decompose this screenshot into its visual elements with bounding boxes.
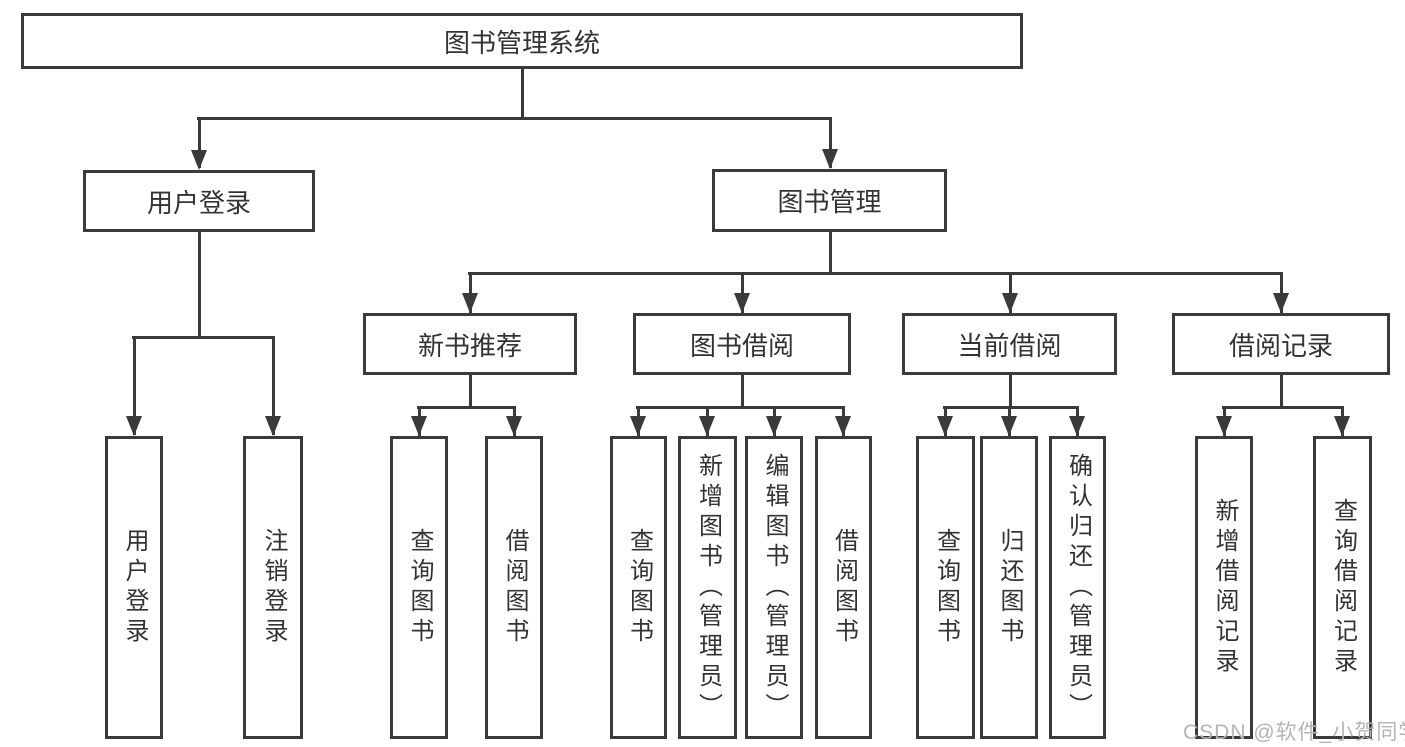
arrowhead-leaf-return-book-icon — [1001, 416, 1017, 436]
node-root: 图书管理系统 — [21, 13, 1023, 69]
connector-to-leaf-logout — [272, 336, 275, 435]
leaf-add-books-admin: 新增图书（管理员） — [678, 436, 737, 739]
connector-root-stem — [521, 69, 524, 120]
node-user-login-label: 用户登录 — [146, 187, 251, 218]
leaf-query-borrow-record: 查询借阅记录 — [1313, 436, 1372, 739]
leaf-query-books-1-label: 查询图书 — [406, 527, 433, 648]
leaf-confirm-return-admin: 确认归还（管理员） — [1049, 436, 1106, 739]
node-current-borrow: 当前借阅 — [902, 313, 1117, 375]
connector-borrow-records-bar — [1222, 406, 1344, 409]
leaf-return-books-label: 归还图书 — [996, 527, 1023, 648]
connector-current-borrow-stem — [1009, 375, 1012, 408]
leaf-query-books-1: 查询图书 — [390, 436, 448, 739]
connector-to-borrow-records — [1280, 272, 1283, 313]
node-book-borrow: 图书借阅 — [633, 313, 851, 375]
leaf-logout-login-label: 注销登录 — [260, 527, 287, 648]
arrowhead-leaf-query-book-2-icon — [630, 416, 646, 436]
leaf-user-login-label: 用户登录 — [121, 527, 148, 648]
arrowhead-leaf-logout-icon — [265, 416, 281, 436]
connector-book-mgmt-bar — [468, 272, 1283, 275]
node-borrow-records: 借阅记录 — [1172, 313, 1390, 375]
connector-to-current-borrow — [1009, 272, 1012, 313]
connector-user-login-bar — [132, 336, 275, 339]
arrowhead-leaf-add-book-icon — [699, 416, 715, 436]
connector-root-bar — [197, 117, 832, 120]
arrowhead-leaf-query-book-3-icon — [937, 416, 953, 436]
arrowhead-leaf-add-borrow-record-icon — [1216, 416, 1232, 436]
connector-book-mgmt-stem — [829, 232, 832, 275]
arrowhead-leaf-user-login-icon — [126, 416, 142, 436]
node-book-borrow-label: 图书借阅 — [689, 330, 794, 361]
connector-book-borrow-bar — [636, 406, 845, 409]
leaf-add-books-admin-label: 新增图书（管理员） — [694, 452, 722, 723]
node-user-login: 用户登录 — [83, 170, 315, 232]
leaf-add-borrow-record: 新增借阅记录 — [1195, 436, 1253, 739]
csdn-watermark: CSDN @软件_小贺同学 — [1183, 721, 1405, 744]
node-borrow-records-label: 借阅记录 — [1228, 330, 1333, 361]
leaf-query-borrow-record-label: 查询借阅记录 — [1329, 497, 1357, 678]
leaf-borrow-books-2: 借阅图书 — [815, 436, 872, 739]
arrowhead-leaf-confirm-return-icon — [1069, 416, 1085, 436]
node-book-management-label: 图书管理 — [777, 187, 882, 217]
leaf-borrow-books-2-label: 借阅图书 — [830, 527, 858, 648]
connector-to-user-login — [198, 117, 201, 168]
arrowhead-leaf-borrow-book-2-icon — [835, 416, 851, 436]
connector-current-borrow-bar — [943, 406, 1079, 409]
leaf-borrow-books-1: 借阅图书 — [485, 436, 543, 739]
arrowhead-leaf-borrow-book-1-icon — [506, 416, 522, 436]
arrowhead-leaf-query-borrow-record-icon — [1334, 416, 1350, 436]
arrowhead-current-borrow-icon — [1002, 293, 1018, 313]
leaf-query-books-2: 查询图书 — [610, 436, 667, 739]
leaf-edit-books-admin: 编辑图书（管理员） — [745, 436, 803, 739]
leaf-user-login: 用户登录 — [105, 436, 163, 739]
arrowhead-leaf-query-book-1-icon — [411, 416, 427, 436]
connector-to-book-mgmt — [829, 117, 832, 168]
connector-user-login-stem — [198, 232, 201, 339]
leaf-confirm-return-admin-label: 确认归还（管理员） — [1064, 452, 1092, 723]
connector-to-new-book-rec — [469, 272, 472, 313]
arrowhead-new-book-rec-icon — [462, 293, 478, 313]
connector-borrow-records-stem — [1280, 375, 1283, 408]
leaf-query-books-3-label: 查询图书 — [932, 527, 960, 648]
leaf-logout-login: 注销登录 — [243, 436, 303, 739]
leaf-return-books: 归还图书 — [980, 436, 1038, 739]
arrowhead-book-mgmt-icon — [822, 149, 838, 169]
connector-new-book-rec-stem — [469, 375, 472, 408]
connector-new-book-rec-bar — [417, 406, 516, 409]
arrowhead-user-login-icon — [191, 150, 207, 170]
leaf-borrow-books-1-label: 借阅图书 — [501, 527, 528, 648]
node-root-label: 图书管理系统 — [443, 27, 600, 58]
arrowhead-borrow-records-icon — [1273, 293, 1289, 313]
node-new-book-recommend-label: 新书推荐 — [417, 330, 522, 361]
leaf-add-borrow-record-label: 新增借阅记录 — [1211, 497, 1238, 678]
connector-to-leaf-user-login — [133, 336, 136, 435]
connector-book-borrow-stem — [741, 375, 744, 408]
node-book-management: 图书管理 — [712, 169, 947, 232]
node-new-book-recommend: 新书推荐 — [363, 313, 577, 375]
arrowhead-leaf-edit-book-icon — [766, 416, 782, 436]
arrowhead-book-borrow-icon — [734, 293, 750, 313]
connector-to-book-borrow — [741, 272, 744, 313]
leaf-query-books-2-label: 查询图书 — [625, 527, 653, 648]
leaf-edit-books-admin-label: 编辑图书（管理员） — [761, 452, 788, 723]
node-current-borrow-label: 当前借阅 — [957, 330, 1062, 361]
leaf-query-books-3: 查询图书 — [916, 436, 975, 739]
